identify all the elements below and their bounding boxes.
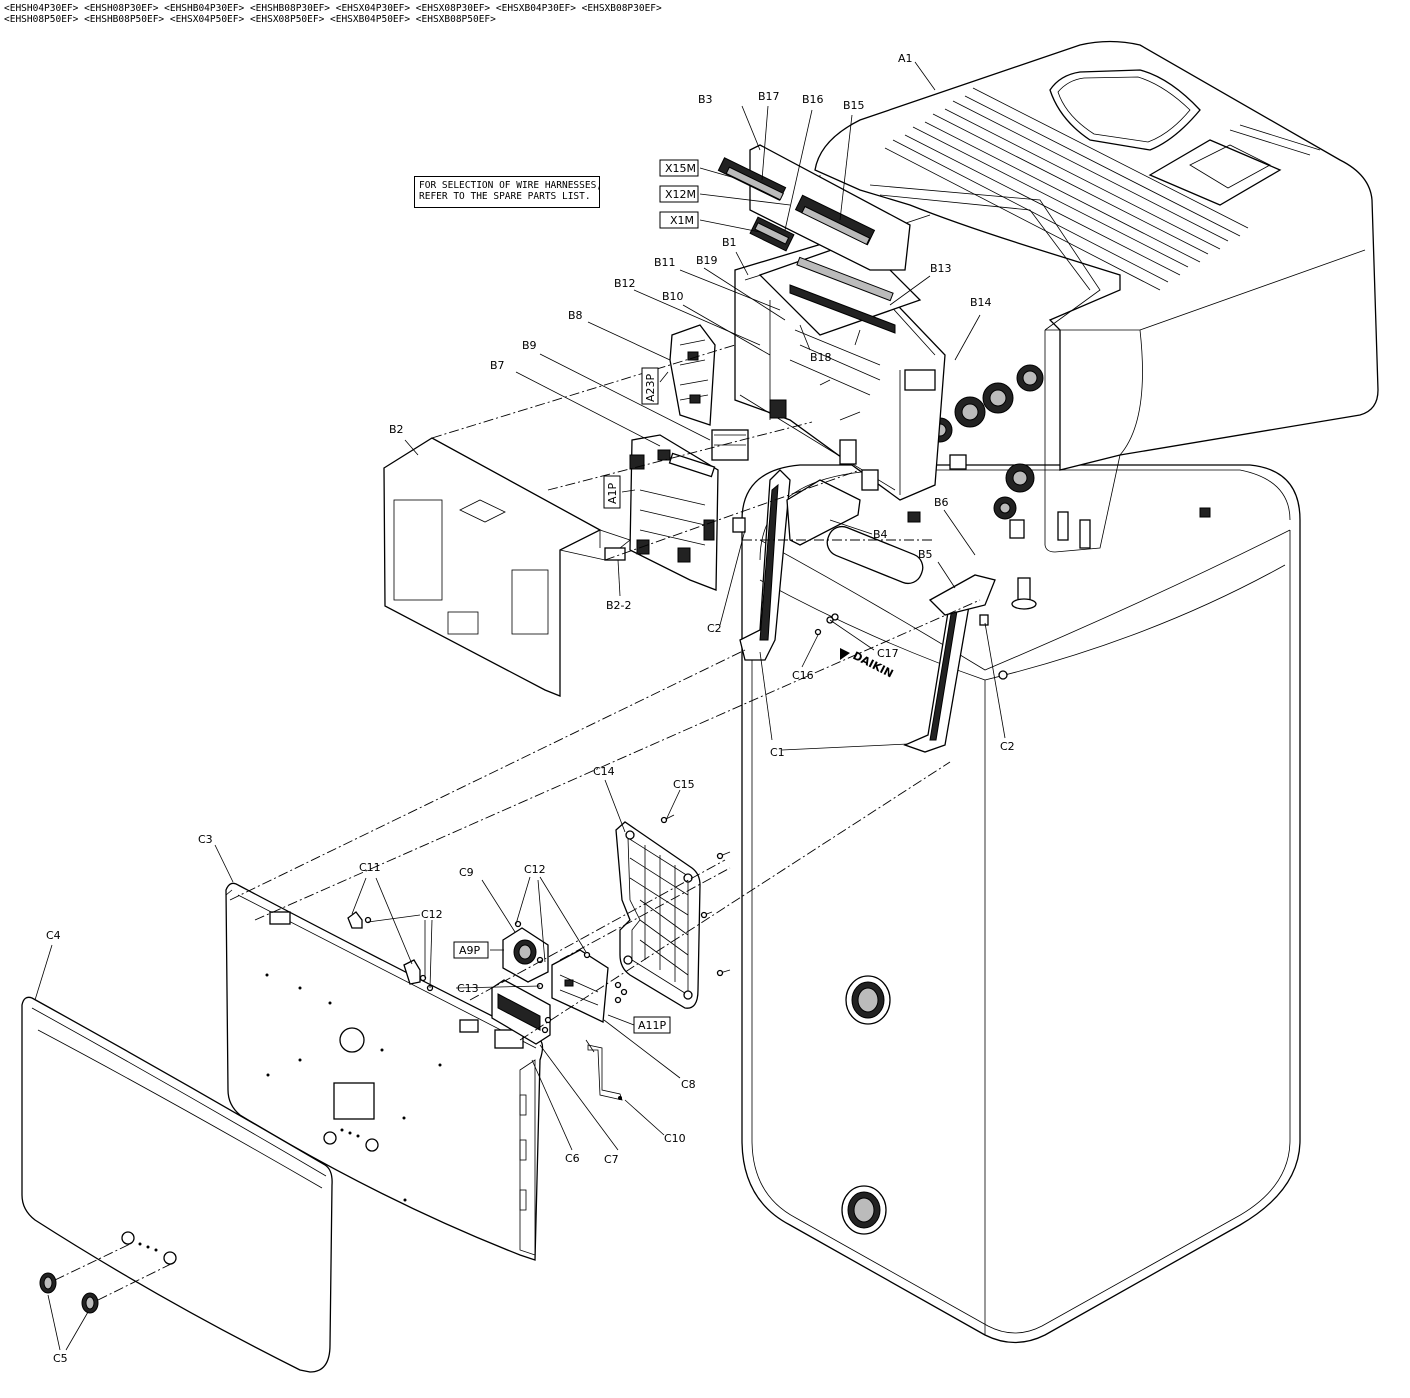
boxed-labels: X15M X12M X1M A23P A1P A9P A11P bbox=[453, 159, 699, 1034]
pcb-a1p bbox=[629, 434, 719, 591]
callout-c1: C1 bbox=[770, 746, 785, 759]
callout-c3: C3 bbox=[198, 833, 213, 846]
callouts: A1 B3 B17 B16 B15 B1 B11 B19 B13 B12 B10… bbox=[46, 52, 1015, 1365]
model-list-line-2: <EHSH08P50EF> <EHSHB08P50EF> <EHSX04P50E… bbox=[4, 14, 496, 25]
callout-b5: B5 bbox=[918, 548, 933, 561]
label-x15m: X15M bbox=[665, 162, 696, 175]
callout-b16: B16 bbox=[802, 93, 824, 106]
callout-c12-left: C12 bbox=[421, 908, 443, 921]
label-x12m: X12M bbox=[665, 188, 696, 201]
callout-c9: C9 bbox=[459, 866, 474, 879]
callout-c5: C5 bbox=[53, 1352, 68, 1365]
callout-c12-right: C12 bbox=[524, 863, 546, 876]
callout-c16: C16 bbox=[792, 669, 814, 682]
callout-b11: B11 bbox=[654, 256, 676, 269]
clips-c11 bbox=[347, 911, 421, 985]
callout-b10: B10 bbox=[662, 290, 684, 303]
callout-c11: C11 bbox=[359, 861, 381, 874]
callout-c4: C4 bbox=[46, 929, 61, 942]
callout-c6: C6 bbox=[565, 1152, 580, 1165]
switch-box-cover-b2 bbox=[383, 437, 631, 697]
callout-c17: C17 bbox=[877, 647, 899, 660]
callout-c2-right: C2 bbox=[1000, 740, 1015, 753]
pcb-a23p bbox=[669, 324, 749, 461]
callout-b17: B17 bbox=[758, 90, 780, 103]
label-a1p: A1P bbox=[606, 482, 619, 504]
explode-lines bbox=[54, 344, 981, 1301]
callout-c14: C14 bbox=[593, 765, 615, 778]
callout-b12: B12 bbox=[614, 277, 636, 290]
front-panel-c3 bbox=[225, 882, 544, 1261]
front-panel-c4 bbox=[21, 996, 333, 1373]
brackets-c1-c2 bbox=[732, 469, 996, 753]
callout-b18: B18 bbox=[810, 351, 832, 364]
note-line-1: FOR SELECTION OF WIRE HARNESSES, bbox=[419, 180, 603, 191]
callout-b2: B2 bbox=[389, 423, 404, 436]
terminal-blocks bbox=[717, 144, 911, 271]
callout-b2-2: B2-2 bbox=[606, 599, 632, 612]
callout-b13: B13 bbox=[930, 262, 952, 275]
model-list-line-1: <EHSH04P30EF> <EHSH08P30EF> <EHSHB04P30E… bbox=[4, 3, 662, 14]
callout-b6: B6 bbox=[934, 496, 949, 509]
callout-a1: A1 bbox=[898, 52, 913, 65]
callout-b1: B1 bbox=[722, 236, 737, 249]
callout-b4: B4 bbox=[873, 528, 888, 541]
label-a9p: A9P bbox=[459, 944, 481, 957]
tank-body bbox=[741, 464, 1301, 1344]
callout-c13: C13 bbox=[457, 982, 479, 995]
label-a23p: A23P bbox=[644, 373, 657, 402]
leader-lines bbox=[34, 61, 1006, 1351]
callout-b15: B15 bbox=[843, 99, 865, 112]
callout-b19: B19 bbox=[696, 254, 718, 267]
callout-b14: B14 bbox=[970, 296, 992, 309]
switch-box-frame bbox=[734, 239, 946, 501]
wire-harness-note: FOR SELECTION OF WIRE HARNESSES, REFER T… bbox=[414, 176, 603, 208]
callout-c8: C8 bbox=[681, 1078, 696, 1091]
callout-c15: C15 bbox=[673, 778, 695, 791]
callout-c10: C10 bbox=[664, 1132, 686, 1145]
callout-b8: B8 bbox=[568, 309, 583, 322]
callout-b9: B9 bbox=[522, 339, 537, 352]
knobs-c5 bbox=[39, 1272, 99, 1314]
callout-c2-left: C2 bbox=[707, 622, 722, 635]
callout-c7: C7 bbox=[604, 1153, 619, 1166]
callout-b3: B3 bbox=[698, 93, 713, 106]
user-interface-parts bbox=[491, 927, 623, 1101]
note-line-2: REFER TO THE SPARE PARTS LIST. bbox=[419, 191, 591, 202]
callout-b7: B7 bbox=[490, 359, 505, 372]
top-cover-a1 bbox=[814, 40, 1379, 553]
label-x1m: X1M bbox=[670, 214, 694, 227]
label-a11p: A11P bbox=[638, 1019, 667, 1032]
grid-cover-c14 bbox=[615, 821, 701, 1009]
